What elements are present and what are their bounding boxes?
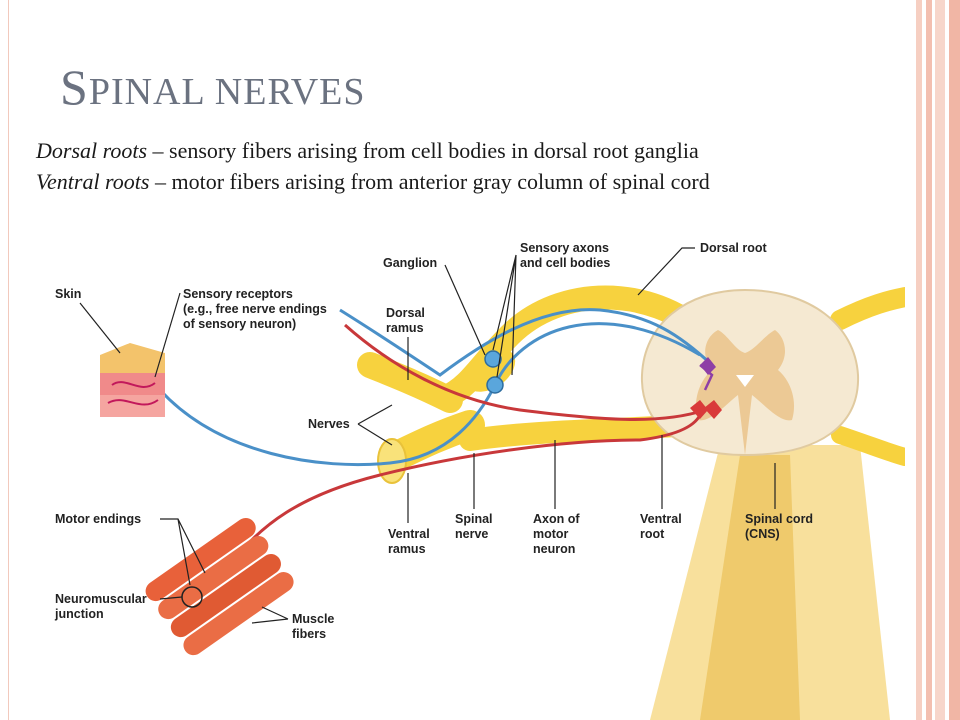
left-margin-rule <box>8 0 9 720</box>
dorsal-ramus-nerve <box>357 352 463 413</box>
label-dorsal-root: Dorsal root <box>700 241 768 255</box>
sensory-fiber-1 <box>158 322 701 467</box>
title-initial: S <box>60 59 89 115</box>
interneuron-body <box>700 357 716 375</box>
label-skin: Skin <box>55 287 81 301</box>
leader-dorsal-root <box>637 247 695 296</box>
label-muscle-fibers-2: fibers <box>292 627 326 641</box>
bullet-text: – sensory fibers arising from cell bodie… <box>147 138 699 163</box>
motor-neuron-body <box>690 400 708 419</box>
label-sensory-receptors-3: of sensory neuron) <box>183 317 296 331</box>
label-motor-endings: Motor endings <box>55 512 141 526</box>
label-nmj-2: junction <box>54 607 104 621</box>
label-ganglion: Ganglion <box>383 256 437 270</box>
label-dorsal-ramus-2: ramus <box>386 321 424 335</box>
label-spinal-cord-2: (CNS) <box>745 527 780 541</box>
right-dorsal-root <box>830 287 905 330</box>
sensory-cell-body <box>486 376 504 394</box>
spinal-nerve-diagram: Skin Sensory receptors (e.g., free nerve… <box>54 241 905 720</box>
motor-fiber-1 <box>228 414 702 566</box>
bullet-ventral-roots: Ventral roots – motor fibers arising fro… <box>36 166 951 197</box>
title-rest: pinal nerves <box>88 71 366 113</box>
central-canal <box>736 375 754 387</box>
label-axon-motor-1: Axon of <box>533 512 580 526</box>
label-ventral-ramus-2: ramus <box>388 542 426 556</box>
skin-block <box>100 343 165 417</box>
label-axon-motor-3: neuron <box>533 542 575 556</box>
bullet-term: Ventral roots <box>36 169 150 194</box>
label-sensory-axons-1: Sensory axons <box>520 241 609 255</box>
sensory-fiber-2 <box>339 308 714 377</box>
label-sensory-axons-2: and cell bodies <box>520 256 610 270</box>
bullet-list: Dorsal roots – sensory fibers arising fr… <box>36 135 951 197</box>
label-ventral-ramus-1: Ventral <box>388 527 430 541</box>
spinal-cord-column-shadow <box>700 455 800 720</box>
label-ventral-root-2: root <box>640 527 665 541</box>
leader-motor-endings <box>160 518 206 586</box>
leader-receptors <box>154 292 181 378</box>
label-spinal-cord-1: Spinal cord <box>745 512 813 526</box>
label-nmj-1: Neuromuscular <box>55 592 147 606</box>
label-dorsal-ramus-1: Dorsal <box>386 306 425 320</box>
bullet-dorsal-roots: Dorsal roots – sensory fibers arising fr… <box>36 135 951 166</box>
right-decorative-stripes <box>916 0 960 720</box>
slide-title: Spinal nerves <box>60 58 366 116</box>
label-muscle-fibers-1: Muscle <box>292 612 334 626</box>
label-ventral-root-1: Ventral <box>640 512 682 526</box>
bullet-term: Dorsal roots <box>36 138 148 163</box>
leader-sensory-axons <box>492 254 517 378</box>
muscle-bundle <box>145 517 294 656</box>
label-spinal-nerve-2: nerve <box>455 527 488 541</box>
leader-nerves <box>357 404 393 446</box>
leader-ganglion <box>444 264 486 356</box>
label-axon-motor-2: motor <box>533 527 569 541</box>
right-ventral-root <box>831 426 905 466</box>
spinal-cord-gray-matter <box>695 330 795 455</box>
label-nerves: Nerves <box>308 417 350 431</box>
leader-muscle-fibers <box>251 606 289 624</box>
leader-skin <box>79 302 121 354</box>
sensory-cell-body <box>484 350 502 368</box>
label-sensory-receptors-1: Sensory receptors <box>183 287 293 301</box>
motor-fiber-2 <box>344 323 706 421</box>
bullet-text: – motor fibers arising from anterior gra… <box>149 169 710 194</box>
leader-nmj <box>159 596 183 600</box>
motor-neuron-body <box>704 400 722 419</box>
label-sensory-receptors-2: (e.g., free nerve endings <box>183 302 327 316</box>
label-spinal-nerve-1: Spinal <box>455 512 493 526</box>
